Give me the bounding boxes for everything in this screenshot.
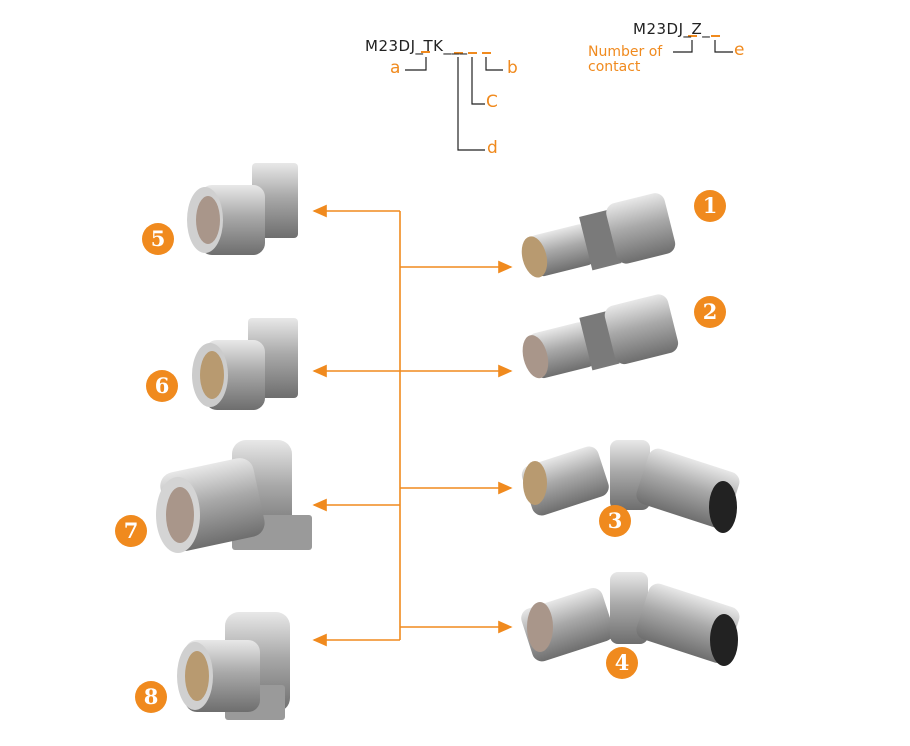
- model-code-right: M23DJ_Z_: [633, 20, 711, 38]
- connector-1-image: [521, 193, 676, 278]
- label-e: e: [734, 40, 745, 60]
- badge-2: 2: [694, 296, 726, 328]
- badge-6: 6: [146, 370, 178, 402]
- connector-5-image: [187, 163, 298, 255]
- code-brackets: [405, 40, 733, 151]
- connector-3-image: [521, 440, 740, 533]
- connector-2-image: [522, 294, 679, 379]
- badge-5: 5: [142, 223, 174, 255]
- label-b: b: [507, 58, 518, 78]
- label-d: d: [487, 138, 498, 158]
- badge-4: 4: [606, 647, 638, 679]
- arrows: [312, 204, 513, 647]
- connector-6-image: [192, 318, 298, 410]
- badge-7: 7: [115, 515, 147, 547]
- badge-1: 1: [694, 190, 726, 222]
- label-c: C: [486, 92, 498, 112]
- label-a: a: [390, 58, 401, 78]
- label-contact: contact: [588, 59, 641, 75]
- code-placeholders: [421, 35, 720, 54]
- badge-3: 3: [599, 505, 631, 537]
- label-number-of: Number of: [588, 44, 663, 60]
- model-code-left: M23DJ_TK___: [365, 37, 468, 55]
- connector-8-image: [177, 612, 290, 720]
- badge-8: 8: [135, 681, 167, 713]
- connector-7-image: [156, 440, 312, 553]
- connector-4-image: [521, 572, 740, 666]
